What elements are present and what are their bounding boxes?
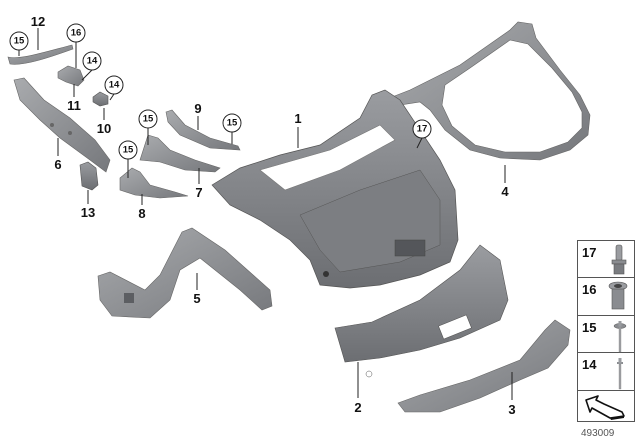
part-9-rail: [165, 109, 241, 151]
leader-line: [81, 69, 93, 81]
circled-callout-15: 15: [118, 140, 138, 160]
legend-row-15: 15: [578, 316, 634, 353]
rivet-nut-stud-icon: [611, 244, 627, 275]
blind-rivet-nut-icon: [608, 281, 628, 310]
part-7-panel: [139, 134, 221, 173]
part-12-strip: [7, 44, 74, 65]
circled-callout-14: 14: [82, 51, 102, 71]
circled-callout-14: 14: [104, 75, 124, 95]
leader-line: [109, 93, 115, 101]
part-2-rear-panel: [334, 244, 509, 378]
legend-row-14: 14: [578, 353, 634, 391]
legend-row-arrow: [578, 391, 634, 421]
callout-10: 10: [96, 121, 112, 136]
callout-8: 8: [138, 206, 146, 221]
callout-6: 6: [54, 157, 62, 172]
callout-7: 7: [195, 185, 203, 200]
part-11-bracket: [57, 65, 85, 87]
direction-arrow-icon: [585, 395, 625, 420]
legend-row-17: 17: [578, 241, 634, 278]
callout-9: 9: [194, 101, 202, 116]
callout-4: 4: [501, 184, 509, 199]
part-6-panel: [13, 77, 111, 173]
part-1-main-structure: [211, 89, 459, 289]
blind-rivet-icon: [613, 321, 627, 353]
part-4-frame: [391, 21, 591, 161]
circled-callout-16: 16: [66, 23, 86, 43]
fastener-legend: 17 16 15 14: [577, 240, 635, 422]
callout-5: 5: [193, 291, 201, 306]
legend-number: 17: [582, 245, 597, 260]
part-10-clip: [92, 91, 109, 107]
part-3-floor-panel: [397, 319, 571, 413]
circled-callout-15: 15: [222, 113, 242, 133]
legend-number: 15: [582, 320, 597, 335]
leader-lines: [18, 28, 513, 400]
legend-number: 16: [582, 282, 597, 297]
callout-2: 2: [354, 400, 362, 415]
circled-callout-15: 15: [138, 109, 158, 129]
callout-3: 3: [508, 402, 516, 417]
callout-12: 12: [30, 14, 46, 29]
callout-11: 11: [67, 98, 81, 113]
legend-row-16: 16: [578, 278, 634, 316]
circled-callout-17: 17: [412, 119, 432, 139]
legend-number: 14: [582, 357, 597, 372]
part-5-arm: [97, 227, 273, 319]
document-id: 493009: [581, 428, 615, 439]
leader-line: [416, 137, 423, 149]
circled-callout-15: 15: [9, 31, 29, 51]
part-13-plate: [79, 161, 99, 191]
blind-rivet-small-icon: [617, 358, 623, 390]
callout-1: 1: [294, 111, 302, 126]
part-8-panel: [119, 167, 189, 199]
callout-13: 13: [80, 205, 96, 220]
